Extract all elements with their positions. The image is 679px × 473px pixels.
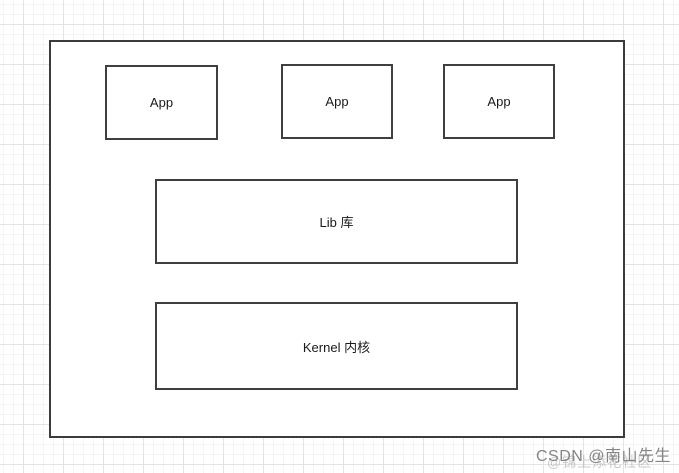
app-box-3-label: App xyxy=(487,94,511,109)
app-box-3: App xyxy=(443,64,555,139)
watermark-csdn: CSDN @南山先生 xyxy=(536,448,672,465)
watermark-secondary: @锦上添花社区 xyxy=(547,454,653,470)
lib-box-label: Lib 库 xyxy=(319,215,354,230)
kernel-box-label: Kernel 内核 xyxy=(302,339,371,355)
app-box-2: App xyxy=(281,64,393,139)
architecture-outer-frame: App App App Lib 库 Kernel 内核 xyxy=(49,40,625,438)
kernel-box: Kernel 内核 xyxy=(155,302,518,390)
lib-box: Lib 库 xyxy=(155,179,518,264)
app-box-1-label: App xyxy=(149,95,174,110)
app-box-2-label: App xyxy=(325,94,349,109)
app-box-1: App xyxy=(105,65,218,140)
